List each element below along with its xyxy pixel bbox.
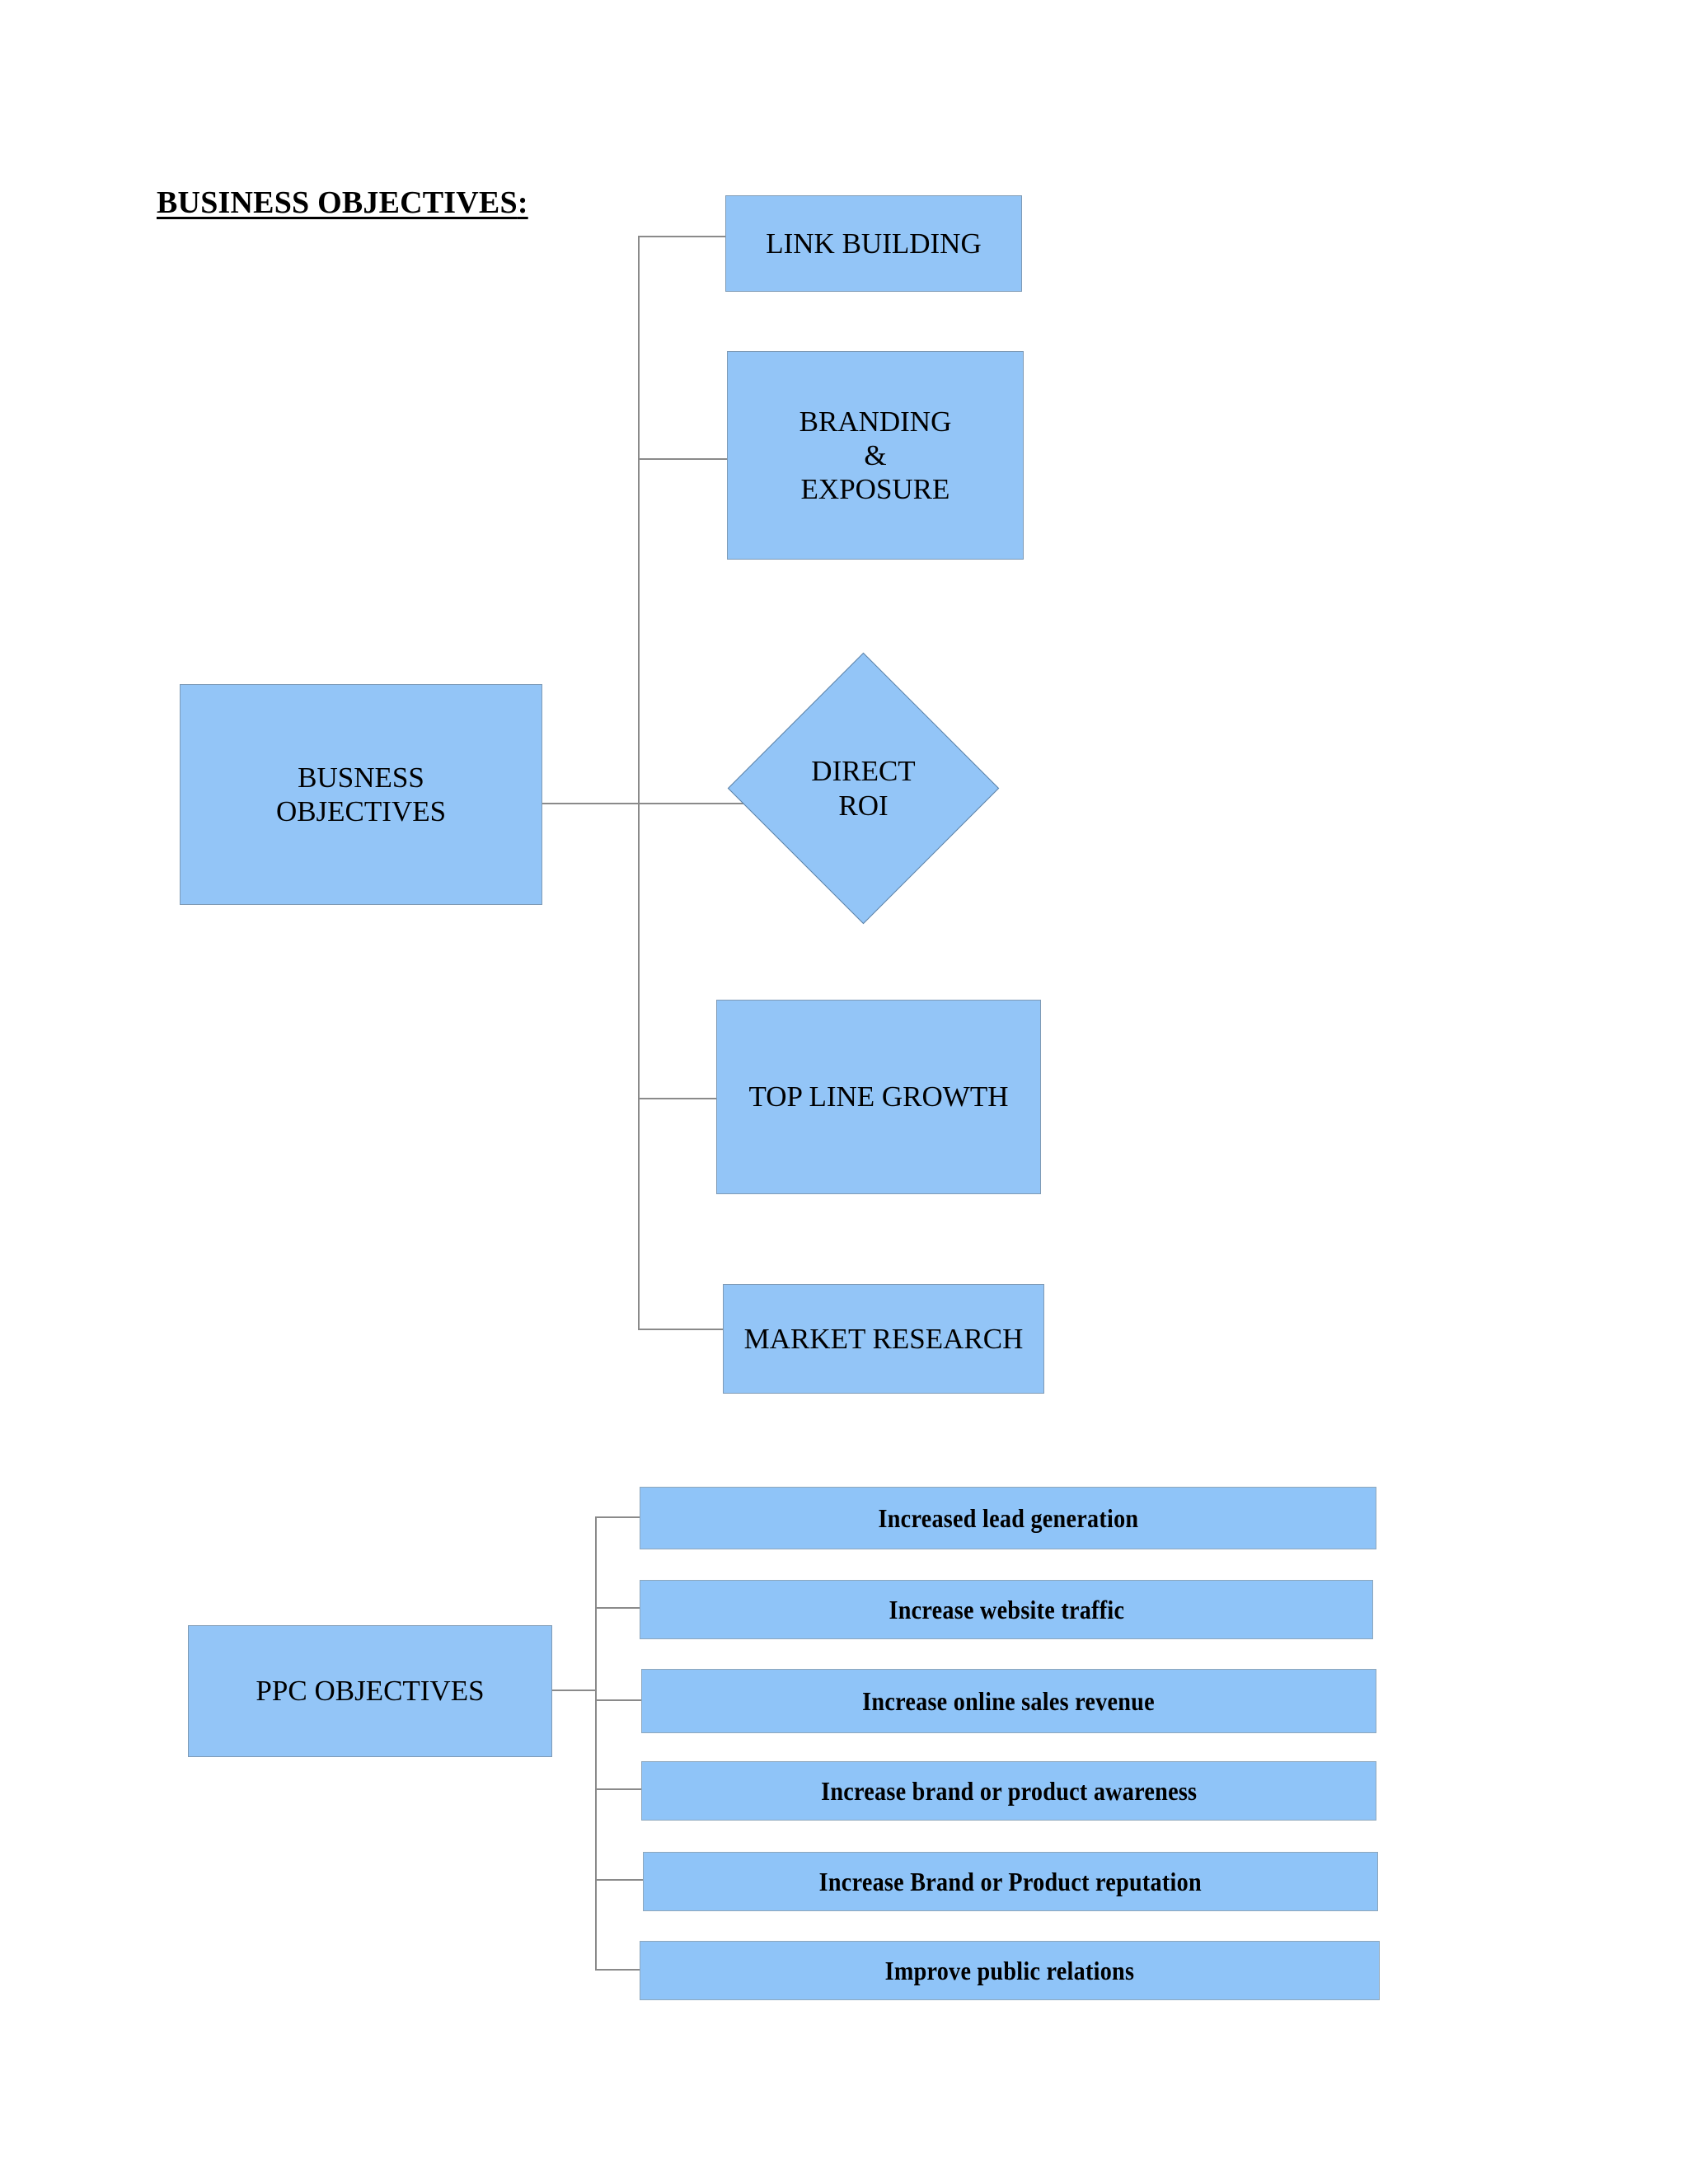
connector-to-increase-online-sales-revenue bbox=[595, 1699, 643, 1701]
node-direct-roi-label: DIRECT ROI bbox=[811, 755, 916, 822]
node-market-research[interactable]: MARKET RESEARCH bbox=[723, 1284, 1044, 1394]
connector-to-increase-brand-or-product-reputation bbox=[595, 1879, 643, 1881]
node-busness-objectives[interactable]: BUSNESS OBJECTIVES bbox=[180, 684, 542, 905]
node-ppc-objectives-label: PPC OBJECTIVES bbox=[256, 1675, 485, 1708]
node-link-building-label: LINK BUILDING bbox=[766, 227, 982, 260]
connector-ppc-root-feed bbox=[549, 1690, 597, 1691]
bar-increase-brand-or-product-reputation[interactable]: Increase Brand or Product reputation bbox=[643, 1852, 1378, 1911]
bar-increase-online-sales-revenue[interactable]: Increase online sales revenue bbox=[641, 1669, 1376, 1733]
page-title-text: BUSINESS OBJECTIVES bbox=[157, 185, 518, 220]
connector-to-increase-brand-or-product-awareness bbox=[595, 1788, 643, 1790]
connector-ppc-trunk bbox=[595, 1516, 597, 1969]
node-top-line-growth[interactable]: TOP LINE GROWTH bbox=[716, 1000, 1041, 1194]
connector-to-increase-website-traffic bbox=[595, 1607, 641, 1609]
bar-increase-online-sales-revenue-label: Increase online sales revenue bbox=[862, 1685, 1156, 1716]
bar-increased-lead-generation[interactable]: Increased lead generation bbox=[640, 1487, 1376, 1549]
bar-increase-brand-or-product-awareness[interactable]: Increase brand or product awareness bbox=[641, 1761, 1376, 1821]
connector-to-improve-public-relations bbox=[595, 1969, 641, 1971]
node-link-building[interactable]: LINK BUILDING bbox=[725, 195, 1022, 292]
connector-to-branding-exposure bbox=[638, 458, 727, 460]
bar-increased-lead-generation-label: Increased lead generation bbox=[878, 1502, 1138, 1533]
bar-increase-brand-or-product-awareness-label: Increase brand or product awareness bbox=[820, 1775, 1198, 1806]
bar-increase-brand-or-product-reputation-label: Increase Brand or Product reputation bbox=[818, 1866, 1203, 1896]
node-branding-exposure[interactable]: BRANDING & EXPOSURE bbox=[727, 351, 1024, 560]
connector-business-root-feed bbox=[541, 803, 768, 804]
node-busness-objectives-label: BUSNESS OBJECTIVES bbox=[275, 761, 447, 827]
node-ppc-objectives[interactable]: PPC OBJECTIVES bbox=[188, 1625, 552, 1757]
page-title-colon: : bbox=[517, 185, 528, 220]
node-market-research-label: MARKET RESEARCH bbox=[743, 1322, 1024, 1355]
bar-improve-public-relations[interactable]: Improve public relations bbox=[640, 1941, 1380, 2000]
connector-to-link-building bbox=[638, 236, 725, 237]
connector-to-market-research bbox=[638, 1329, 724, 1330]
connector-to-increased-lead-generation bbox=[595, 1516, 641, 1518]
connector-business-trunk bbox=[638, 236, 640, 1330]
bar-improve-public-relations-label: Improve public relations bbox=[884, 1955, 1135, 1985]
node-branding-exposure-label: BRANDING & EXPOSURE bbox=[799, 405, 952, 506]
bar-increase-website-traffic-label: Increase website traffic bbox=[889, 1594, 1124, 1624]
bar-increase-website-traffic[interactable]: Increase website traffic bbox=[640, 1580, 1373, 1639]
page-title: BUSINESS OBJECTIVES: bbox=[157, 185, 528, 221]
connector-to-top-line-growth bbox=[638, 1098, 717, 1099]
node-direct-roi[interactable]: DIRECT ROI bbox=[727, 652, 1000, 925]
node-top-line-growth-label: TOP LINE GROWTH bbox=[748, 1080, 1009, 1113]
